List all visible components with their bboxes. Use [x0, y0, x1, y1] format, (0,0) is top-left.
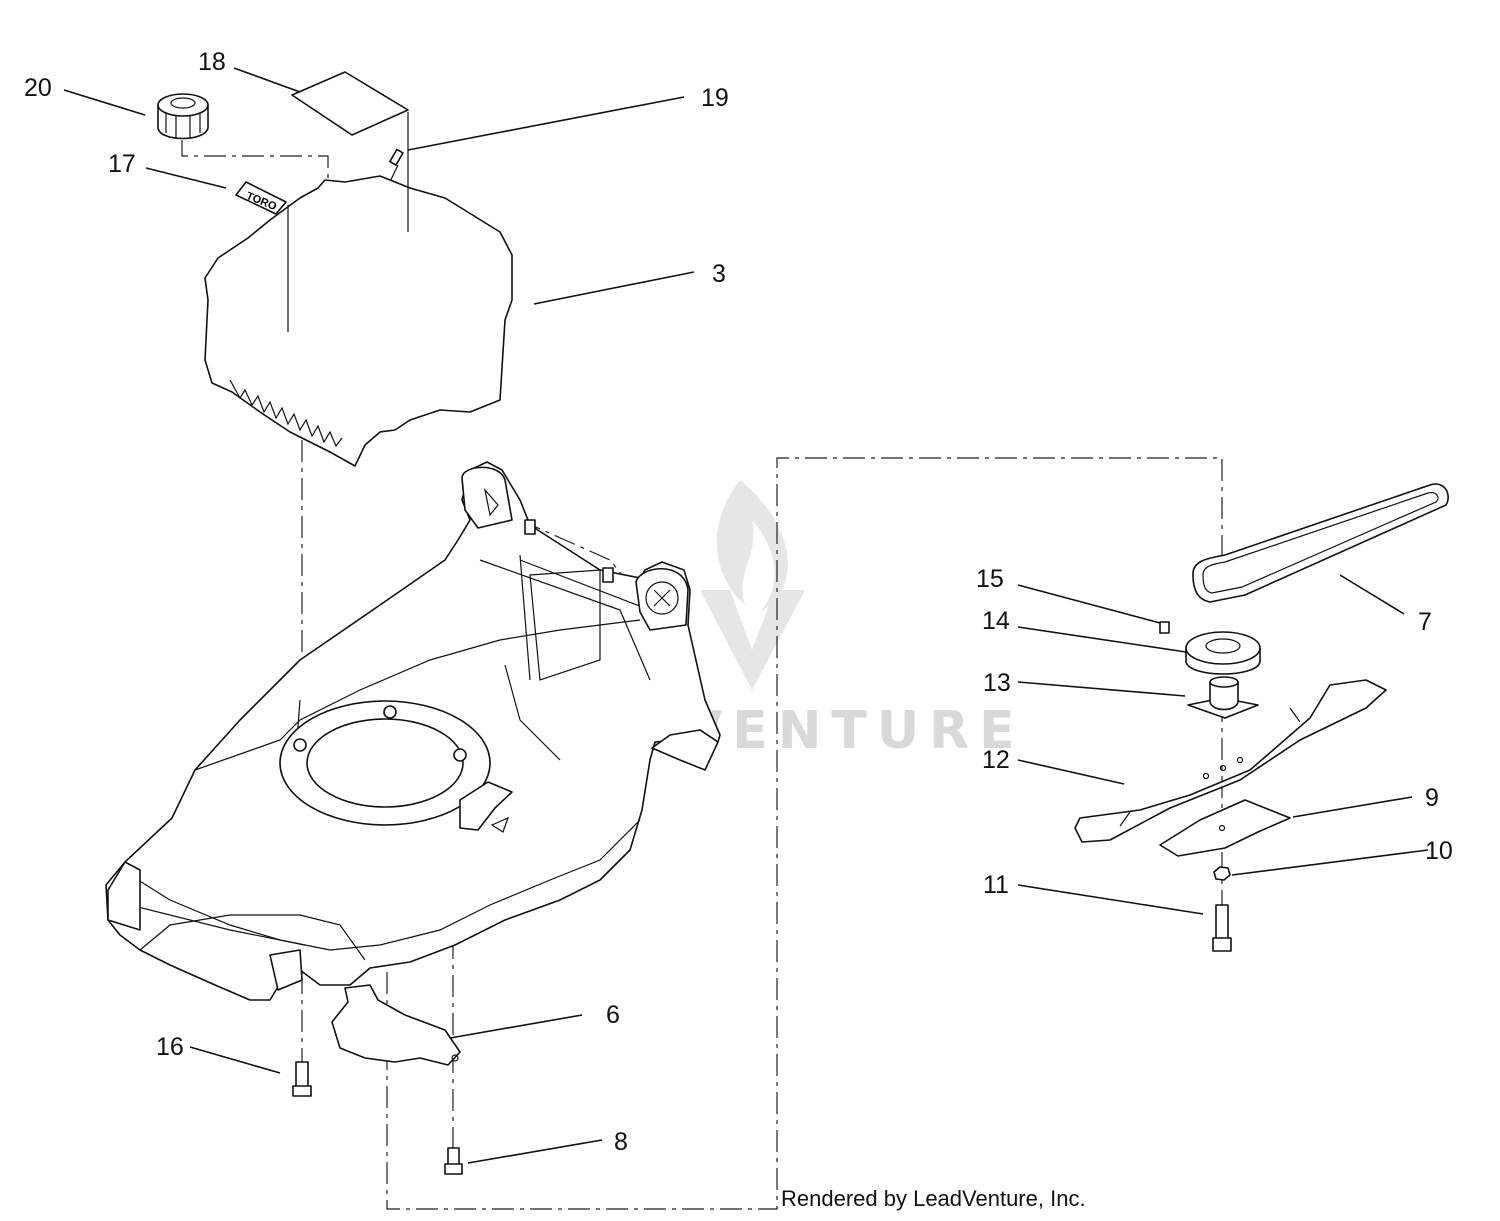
leader-lines [63, 67, 1429, 1164]
callout-20: 20 [24, 74, 52, 102]
callout-3: 3 [712, 260, 726, 288]
mower-deck [105, 461, 721, 1001]
bracket-6 [331, 984, 461, 1066]
callout-9: 9 [1425, 784, 1439, 812]
callout-17: 17 [108, 150, 136, 178]
blade-12 [1074, 679, 1387, 843]
set-screw-15 [1159, 621, 1170, 634]
baffle-9 [1159, 799, 1291, 857]
adapter-13 [1187, 676, 1259, 719]
belt-7 [1192, 483, 1449, 603]
bolt-8 [444, 1147, 463, 1175]
watermark-v-icon [700, 590, 805, 690]
callout-8: 8 [614, 1128, 628, 1156]
nut-10 [1213, 866, 1231, 881]
credit-text: Rendered by LeadVenture, Inc. [781, 1186, 1086, 1211]
pulley-14 [1185, 631, 1261, 675]
engine [204, 112, 513, 467]
callout-19: 19 [701, 84, 729, 112]
callout-6: 6 [606, 1001, 620, 1029]
bolt-16 [292, 1061, 312, 1097]
bolt-11 [1212, 904, 1232, 952]
callouts: 20 18 19 17 3 15 14 13 7 12 9 10 11 6 16… [24, 48, 1453, 1156]
watermark-flame-icon [716, 480, 788, 612]
decal-18 [291, 71, 409, 136]
callout-12: 12 [982, 746, 1010, 774]
callout-10: 10 [1425, 837, 1453, 865]
toro-logo: TORO [235, 181, 287, 215]
callout-7: 7 [1418, 608, 1432, 636]
callout-16: 16 [156, 1033, 184, 1061]
callout-11: 11 [983, 871, 1009, 899]
callout-13: 13 [983, 669, 1011, 697]
callout-14: 14 [982, 607, 1010, 635]
callout-18: 18 [198, 48, 226, 76]
callout-15: 15 [976, 565, 1004, 593]
fuel-cap [157, 93, 209, 140]
